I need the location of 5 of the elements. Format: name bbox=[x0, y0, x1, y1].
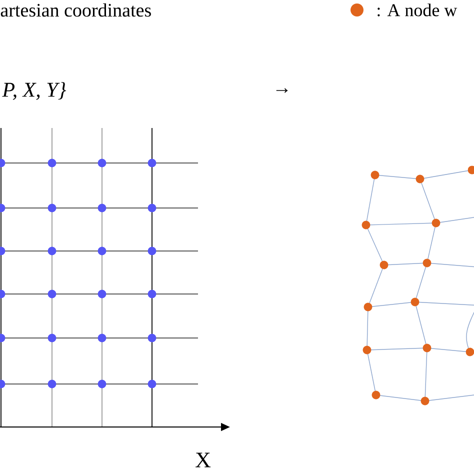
formula-text: P, X, Y} bbox=[2, 82, 66, 100]
heading-text: artesian coordinates bbox=[0, 3, 151, 17]
arrow-symbol: → bbox=[276, 88, 288, 93]
legend-text: : A node w bbox=[378, 4, 458, 16]
axis-label: X bbox=[196, 452, 211, 468]
